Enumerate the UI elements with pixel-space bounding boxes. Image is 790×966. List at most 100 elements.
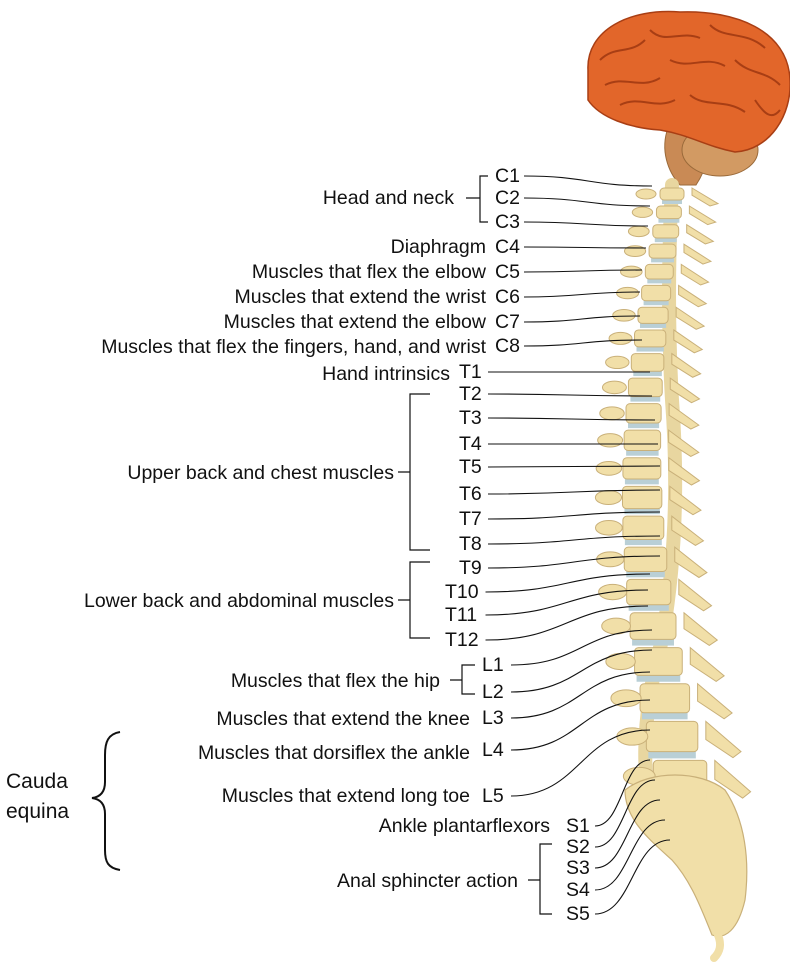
- vertebra: [621, 485, 663, 510]
- segment-code-c6: C6: [495, 286, 520, 308]
- vertebra: [639, 683, 691, 714]
- disc: [636, 346, 664, 352]
- vertebral-body: [595, 460, 623, 476]
- spinous-process: [674, 546, 708, 579]
- label-upper-back: Upper back and chest muscles: [127, 462, 394, 484]
- label-flex-hip: Muscles that flex the hip: [230, 670, 440, 692]
- leader-l2: [510, 649, 653, 693]
- vertebra: [622, 457, 662, 480]
- brain-folds: [599, 24, 781, 117]
- bracket-anal: [528, 843, 552, 915]
- vertebral-body: [635, 188, 657, 200]
- leader-c8: [523, 339, 643, 347]
- label-extend-toe: Muscles that extend long toe: [221, 785, 470, 807]
- bracket-upper-back: [398, 393, 430, 551]
- disc: [626, 450, 659, 456]
- vertebra: [659, 187, 685, 201]
- leader-l5: [510, 729, 651, 797]
- vertebra: [644, 263, 674, 280]
- vertebra: [625, 403, 662, 424]
- segment-code-c4: C4: [495, 236, 520, 258]
- vertebra: [623, 429, 662, 451]
- segment-code-c1: C1: [495, 165, 520, 187]
- vertebral-body: [597, 433, 624, 448]
- segment-code-c8: C8: [495, 335, 520, 357]
- bracket-head-neck: [466, 175, 488, 223]
- spinous-process: [688, 205, 717, 226]
- label-equina: equina: [6, 800, 70, 823]
- spinous-process: [714, 759, 752, 799]
- segment-code-t7: T7: [459, 508, 482, 530]
- vertebra: [655, 205, 682, 220]
- vertebral-body: [599, 406, 625, 421]
- leader-t8: [487, 535, 661, 545]
- disc: [636, 675, 681, 682]
- segment-code-c3: C3: [495, 211, 520, 233]
- label-flex-fingers: Muscles that flex the fingers, hand, and…: [101, 336, 486, 358]
- segment-code-s4: S4: [566, 879, 590, 901]
- leader-t9: [487, 555, 661, 569]
- label-anal-sphincter: Anal sphincter action: [336, 870, 518, 892]
- vertebral-body: [616, 286, 640, 300]
- leader-s1: [594, 759, 651, 827]
- segment-code-t4: T4: [459, 433, 482, 455]
- vertebral-body: [596, 551, 625, 568]
- leader-l3: [510, 671, 651, 719]
- vertebral-body: [620, 265, 643, 278]
- disc: [624, 539, 662, 546]
- vertebra: [648, 243, 677, 259]
- spinous-process: [668, 456, 701, 486]
- vertebral-body: [610, 689, 642, 708]
- spinous-process: [669, 485, 702, 516]
- cerebrum: [587, 10, 790, 153]
- leader-s3: [594, 799, 661, 869]
- disc: [628, 423, 660, 429]
- segment-code-t10: T10: [445, 581, 479, 603]
- segment-code-c2: C2: [495, 187, 520, 209]
- spinous-process: [673, 329, 704, 354]
- disc: [628, 604, 669, 611]
- brain: [587, 10, 790, 186]
- vertebra: [627, 377, 663, 398]
- disc: [632, 639, 674, 646]
- bracket-lower-back: [398, 561, 430, 639]
- disc: [630, 396, 661, 402]
- brackets: [91, 175, 552, 915]
- vertebra: [645, 720, 699, 753]
- vertebral-body: [612, 308, 636, 322]
- leader-c6: [523, 291, 641, 298]
- vertebra: [623, 546, 668, 572]
- leader-t7: [487, 511, 661, 520]
- segment-code-t8: T8: [459, 533, 482, 555]
- disc: [643, 300, 669, 306]
- segment-code-t6: T6: [459, 483, 482, 505]
- sacrum: [624, 774, 748, 937]
- leader-l1: [510, 629, 653, 666]
- vertebral-body: [627, 225, 650, 238]
- label-head-neck: Head and neck: [322, 187, 454, 209]
- leader-c4: [523, 246, 647, 249]
- leader-s2: [594, 779, 656, 848]
- segment-code-s1: S1: [566, 815, 590, 837]
- leader-t12: [485, 605, 649, 641]
- label-dorsiflex-ankle: Muscles that dorsiflex the ankle: [197, 742, 470, 764]
- vertebral-column: [594, 178, 752, 962]
- bracket-hip: [450, 664, 475, 695]
- disc: [654, 237, 677, 243]
- spinous-process: [705, 720, 742, 759]
- disc: [651, 258, 674, 263]
- leader-t11: [485, 589, 649, 616]
- segment-code-l4: L4: [482, 739, 504, 761]
- spinous-process: [691, 187, 720, 207]
- leader-s5: [594, 839, 671, 915]
- disc: [633, 371, 662, 377]
- label-extend-knee: Muscles that extend the knee: [216, 708, 470, 730]
- disc: [658, 218, 680, 223]
- segment-code-t5: T5: [459, 456, 482, 478]
- spinous-process: [671, 352, 702, 378]
- vertebral-body: [623, 245, 647, 258]
- spinous-process: [683, 611, 719, 646]
- disc: [648, 751, 696, 759]
- segment-code-s5: S5: [566, 903, 590, 925]
